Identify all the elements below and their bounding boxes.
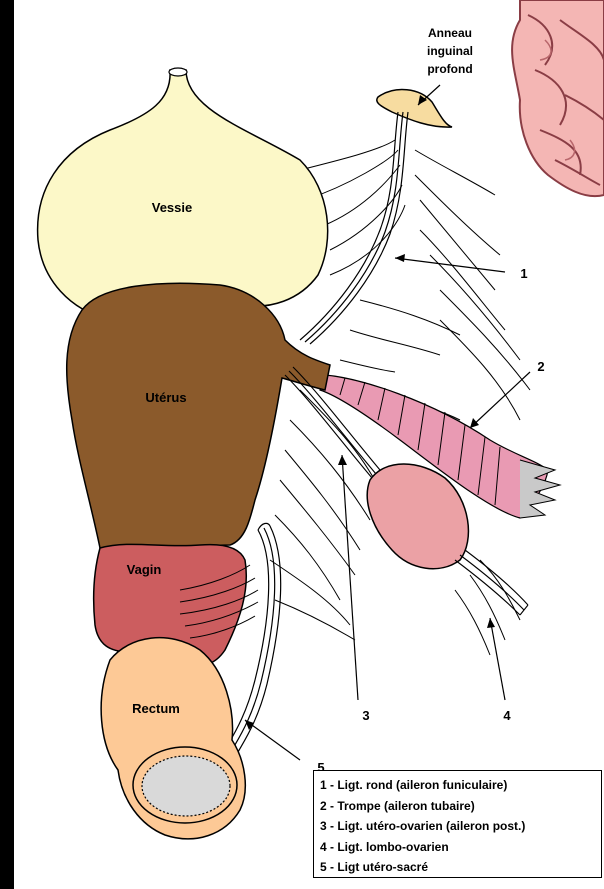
callout-number-4: 4 bbox=[503, 708, 511, 723]
label-anneau-line2: inguinal bbox=[427, 44, 473, 58]
callout-number-1: 1 bbox=[520, 266, 527, 281]
label-uterus: Utérus bbox=[145, 390, 186, 405]
legend-item-1: 1 - Ligt. rond (aileron funiculaire) bbox=[320, 775, 595, 796]
legend-item-5: 5 - Ligt utéro-sacré bbox=[320, 857, 595, 878]
legend-box: 1 - Ligt. rond (aileron funiculaire) 2 -… bbox=[313, 770, 602, 878]
urethra-opening bbox=[169, 68, 187, 76]
label-vagin: Vagin bbox=[127, 562, 162, 577]
intestine-illustration bbox=[512, 0, 604, 196]
label-vessie: Vessie bbox=[152, 200, 193, 215]
legend-item-4: 4 - Ligt. lombo-ovarien bbox=[320, 837, 595, 858]
anneau-inguinal-shape bbox=[377, 90, 452, 128]
callout-number-3: 3 bbox=[362, 708, 369, 723]
legend-item-2: 2 - Trompe (aileron tubaire) bbox=[320, 796, 595, 817]
rectum-lumen-inner bbox=[142, 756, 230, 816]
legend-item-3: 3 - Ligt. utéro-ovarien (aileron post.) bbox=[320, 816, 595, 837]
label-rectum: Rectum bbox=[132, 701, 180, 716]
label-anneau-line1: Anneau bbox=[428, 26, 472, 40]
callout-number-2: 2 bbox=[537, 359, 544, 374]
uterus-shape bbox=[67, 283, 330, 548]
label-anneau-line3: profond bbox=[427, 62, 472, 76]
